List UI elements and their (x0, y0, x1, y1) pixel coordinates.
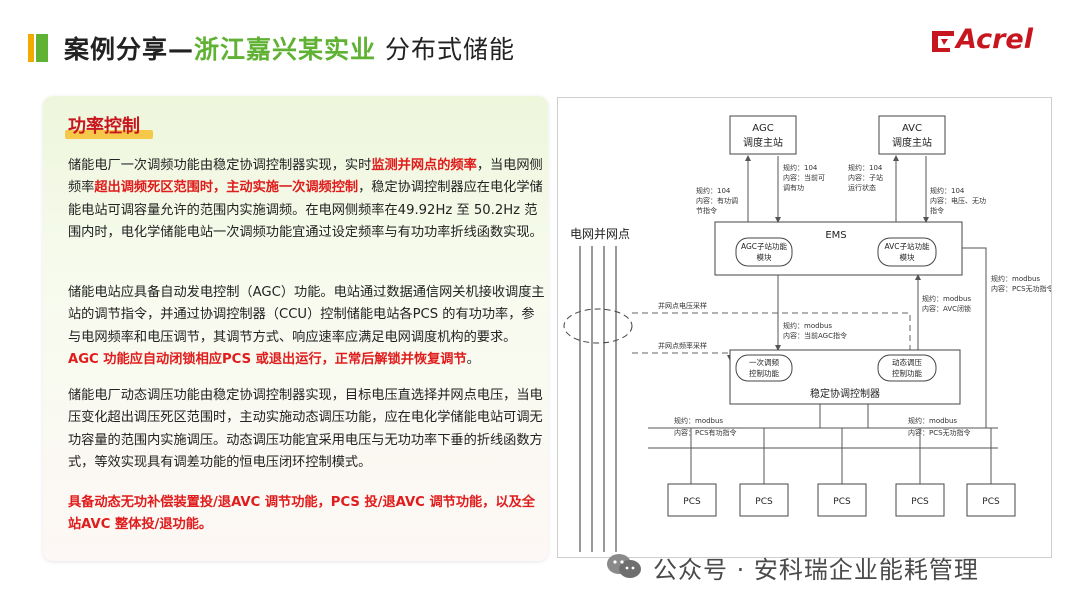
paragraph-dynamic-voltage: 储能电厂动态调压功能由稳定协调控制器实现，目标电压直选择并网点电压，当电压变化超… (68, 388, 543, 471)
agc-down-note-3: 调有功 (783, 183, 804, 192)
agc-module-line2: 模块 (757, 252, 772, 262)
pcs-unit-1: PCS (683, 497, 701, 507)
primary-freq-line1: 一次调频 (749, 357, 779, 367)
p1-segment: 储能电厂一次调频功能由稳定协调控制器实现，实时 (68, 158, 372, 173)
p1-segment-highlight: 超出调频死区范围时，主动实施一次调频控制 (94, 180, 359, 196)
modbus-pcs-reactive-note-1: 规约：modbus (991, 274, 1040, 283)
p2-segment: 储能电站应具备自动发电控制（AGC）功能。电站通过数据通信网关机接收调度主站的调… (68, 285, 545, 345)
pcs-unit-3: PCS (833, 497, 851, 507)
acrel-logo: Acrel (930, 24, 1050, 58)
avc-up-note-3: 指令 (930, 206, 944, 215)
modbus-agc-note-1: 规约：modbus (783, 321, 832, 330)
dyn-volt-line1: 动态调压 (892, 357, 922, 367)
system-diagram: AGC 调度主站 AVC 调度主站 EMS AGC子站功能 模块 AVC子站功能… (557, 97, 1052, 558)
slide-title: 案例分享—浙江嘉兴某实业 分布式储能 (64, 30, 515, 66)
agc-up-note-2: 内容：有功调 (696, 196, 738, 205)
agc-box-line1: AGC (752, 123, 773, 134)
pcs-reactive-note-2: 内容：PCS无功指令 (908, 428, 971, 437)
pcs-units: PCS PCS PCS PCS PCS (667, 483, 1016, 517)
agc-up-note-1: 规约：104 (696, 186, 731, 195)
paragraph-primary-frequency: 储能电厂一次调频功能由稳定协调控制器实现，实时监测并网点的频率，当电网侧频率超出… (68, 155, 546, 245)
ems-box: EMS AGC子站功能 模块 AVC子站功能 模块 (714, 221, 963, 276)
agc-down-note-1: 规约：104 (783, 163, 818, 172)
agc-down-note-2: 内容：当前可 (783, 173, 825, 182)
paragraph-agc: 储能电站应具备自动发电控制（AGC）功能。电站通过数据通信网关机接收调度主站的调… (68, 282, 546, 372)
logo-text: Acrel (956, 24, 1033, 55)
slide-header: 案例分享—浙江嘉兴某实业 分布式储能 Acrel (0, 0, 1080, 80)
section-title: 功率控制 (68, 116, 140, 137)
agc-dispatch-box: AGC 调度主站 (729, 115, 797, 155)
dyn-volt-line2: 控制功能 (892, 368, 922, 378)
avc-up-note-2: 内容：电压、无功 (930, 196, 986, 205)
accent-bar-orange (28, 34, 34, 62)
p1-segment: ，当电网侧频率 (68, 158, 543, 196)
modbus-pcs-reactive-note-2: 内容：PCS无功指令 (991, 284, 1051, 293)
agc-up-note-3: 节指令 (696, 206, 717, 215)
p2-segment-highlight: AGC 功能应自动闭锁相应PCS 或退出运行，正常后解锁并恢复调节 (68, 352, 467, 368)
acrel-logo-icon (932, 31, 954, 52)
power-control-card: 功率控制 储能电厂一次调频功能由稳定协调控制器实现，实时监测并网点的频率，当电网… (43, 96, 548, 561)
paragraph-avc-highlight: 具备动态无功补偿装置投/退AVC 调节功能，PCS 投/退AVC 调节功能，以及… (68, 495, 535, 533)
controller-label: 稳定协调控制器 (810, 387, 880, 400)
modbus-avc-note-1: 规约：modbus (922, 294, 971, 303)
avc-up-note-1: 规约：104 (930, 186, 965, 195)
pcs-unit-2: PCS (755, 497, 773, 507)
avc-box-line1: AVC (902, 123, 922, 134)
agc-module-line1: AGC子站功能 (741, 241, 788, 251)
grid-point-label: 电网并网点 (570, 227, 630, 241)
title-suffix: 分布式储能 (376, 35, 515, 64)
p1-segment-highlight: 监测并网点的频率 (371, 158, 477, 173)
avc-down-note-1: 规约：104 (848, 163, 883, 172)
avc-down-note-2: 内容：子站 (848, 173, 883, 182)
accent-bar-green (36, 34, 48, 62)
pcs-reactive-note-1: 规约：modbus (908, 416, 957, 425)
watermark-text: 公众号 · 安科瑞企业能耗管理 (653, 556, 979, 584)
p2-segment: 。 (466, 352, 480, 368)
avc-dispatch-box: AVC 调度主站 (878, 115, 946, 155)
stable-coordination-controller: 一次调频 控制功能 动态调压 控制功能 稳定协调控制器 (729, 349, 961, 405)
section-title-underline (65, 130, 153, 139)
avc-module-line2: 模块 (900, 252, 915, 262)
modbus-agc-note-2: 内容：当前AGC指令 (783, 331, 847, 340)
wechat-watermark: 公众号 · 安科瑞企业能耗管理 (605, 548, 1055, 584)
title-prefix: 案例分享— (64, 35, 195, 64)
pcs-unit-5: PCS (982, 497, 1000, 507)
ems-label: EMS (825, 230, 846, 241)
primary-freq-line2: 控制功能 (749, 368, 779, 378)
pcs-active-note-1: 规约：modbus (674, 416, 723, 425)
modbus-avc-note-2: 内容：AVC闭锁 (922, 304, 971, 313)
wechat-icon (607, 554, 641, 578)
agc-box-line2: 调度主站 (743, 136, 783, 149)
avc-module-line1: AVC子站功能 (884, 241, 930, 251)
avc-box-line2: 调度主站 (892, 136, 932, 149)
pcs-unit-4: PCS (911, 497, 929, 507)
pcs-active-note-2: 内容：PCS有功指令 (674, 428, 737, 437)
avc-down-note-3: 运行状态 (848, 183, 876, 192)
freq-sample-label: 并网点频率采样 (658, 341, 707, 350)
p1-segment: ，稳定协调控制器应在电化学储能电站可调容量允许的范围内实施调频。在电网侧频率在4… (68, 180, 543, 241)
title-highlight: 浙江嘉兴某实业 (194, 35, 377, 64)
voltage-sample-label: 并网点电压采样 (658, 301, 707, 310)
